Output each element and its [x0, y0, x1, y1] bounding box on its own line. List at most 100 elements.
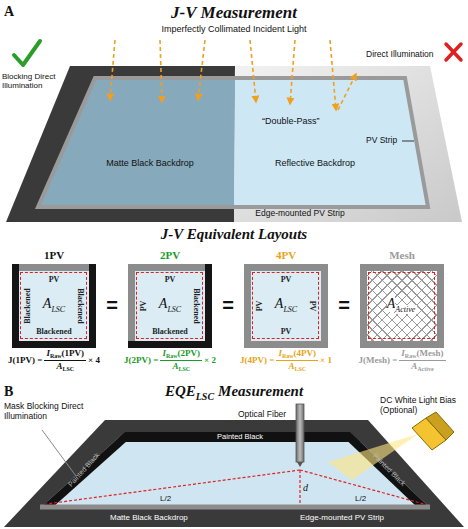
square-text: A: [43, 296, 52, 312]
edge-bar: [360, 341, 444, 348]
formula-part: J(1PV) =: [8, 355, 42, 365]
title-part: EQE: [165, 383, 196, 400]
formula-part: Raw: [282, 353, 294, 360]
square-text: 4PV: [276, 249, 296, 262]
edge-bar: [205, 264, 212, 348]
edge-bar: [12, 264, 96, 271]
square-text: PV: [139, 301, 148, 312]
square-text: Blackened: [23, 288, 32, 324]
formula-part: J(4PV) =: [240, 355, 274, 365]
formula-part: LSC: [294, 366, 306, 373]
square-text: PV: [281, 327, 292, 336]
strip-label: Edge-mounted PV Strip: [300, 513, 384, 522]
formula-part: LSC: [62, 366, 74, 373]
callout-label: Blocking Direct Illumination: [2, 72, 56, 90]
callout-label: Optical Fiber: [238, 410, 286, 420]
formula-part: A: [411, 361, 417, 371]
paint-label: Painted Black: [371, 452, 407, 488]
strip-label: PV Strip: [366, 136, 397, 146]
edge-bar: [128, 264, 212, 271]
formula-part: I: [278, 348, 282, 358]
formula-part: LSC: [178, 366, 190, 373]
formula-part: J(Mesh) =: [358, 355, 397, 365]
backdrop-label: Matte Black Backdrop: [106, 158, 194, 168]
square-text: Blackened: [191, 288, 200, 324]
fraction-bar: [44, 360, 86, 361]
formula-part: × 2: [204, 355, 216, 365]
formula-part: Raw: [166, 353, 178, 360]
jv-setup: [6, 40, 462, 222]
formula-part: I: [401, 348, 405, 358]
dimension-label: d: [303, 482, 308, 494]
formula-part: I: [162, 348, 166, 358]
square-text: LSC: [167, 305, 181, 314]
layout-square: 4PVPVPVPVPVALSC: [244, 264, 328, 348]
section-title: J-V Measurement: [171, 3, 297, 23]
formula-part: A: [288, 361, 294, 371]
edge-bar: [128, 341, 212, 348]
square-text: PV: [307, 301, 316, 312]
edge-bar: [244, 264, 251, 348]
equals-sign: =: [106, 294, 118, 317]
square-text: PV: [255, 301, 264, 312]
fraction-bar: [399, 360, 445, 361]
formula-part: Active: [417, 366, 433, 373]
callout-label: DC White Light Bias (Optional): [380, 396, 466, 416]
title-part: Measurement: [218, 383, 303, 400]
formula-part: × 4: [88, 355, 100, 365]
square-text: A: [159, 296, 168, 312]
formula-part: A: [56, 361, 62, 371]
light-label: Imperfectly Collimated Incident Light: [161, 24, 306, 34]
edge-bar: [128, 264, 135, 348]
callout-label: “Double-Pass”: [262, 116, 320, 126]
equals-sign: =: [338, 294, 350, 317]
square-text: Mesh: [389, 249, 415, 262]
edge-bar: [12, 264, 19, 348]
panel-letter: A: [4, 4, 14, 20]
square-text: LSC: [51, 305, 65, 314]
square-text: LSC: [283, 305, 297, 314]
square-text: Blackened: [75, 288, 84, 324]
edge-bar: [437, 264, 444, 348]
formula-part: I: [46, 348, 50, 358]
square-text: A: [387, 296, 396, 312]
formula-part: (1PV): [62, 348, 85, 358]
square-text: PV: [165, 275, 176, 284]
formula-part: × 1: [320, 355, 332, 365]
edge-bar: [244, 341, 328, 348]
formula-part: A: [172, 361, 178, 371]
formula-part: J(2PV) =: [124, 355, 158, 365]
paint-label: Painted Black: [67, 451, 102, 488]
callout-label: Mask Blocking Direct Illumination: [4, 402, 104, 422]
square-text: 1PV: [44, 249, 64, 262]
square-text: A: [275, 296, 284, 312]
equals-sign: =: [222, 294, 234, 317]
square-text: PV: [49, 275, 60, 284]
formula-part: (4PV): [294, 348, 317, 358]
square-text: Blackened: [36, 327, 72, 336]
formula-part: (Mesh): [417, 348, 444, 358]
eqe-setup: [4, 404, 464, 527]
formula-part: Raw: [405, 353, 417, 360]
square-text: 2PV: [160, 249, 180, 262]
section-title: J-V Equivalent Layouts: [161, 226, 307, 243]
square-text: Blackened: [152, 327, 188, 336]
formula-part: (2PV): [178, 348, 201, 358]
callout-label: Direct Illumination: [366, 50, 434, 60]
square-text: PV: [281, 275, 292, 284]
layout-square: MeshAActive: [360, 264, 444, 348]
paint-label: Painted Black: [217, 433, 263, 442]
edge-bar: [360, 264, 444, 271]
edge-bar: [12, 341, 96, 348]
layout-square: 2PVPVPVBlackenedBlackenedALSC: [128, 264, 212, 348]
square-text: Active: [395, 305, 417, 314]
edge-bar: [244, 264, 328, 271]
formula-part: Raw: [50, 353, 62, 360]
dimension-label: L/2: [160, 494, 171, 503]
backdrop-label: Matte Black Backdrop: [110, 513, 188, 522]
edge-bar: [321, 264, 328, 348]
panel-letter: B: [4, 384, 13, 400]
strip-label: Edge-mounted PV Strip: [255, 209, 344, 219]
backdrop-label: Reflective Backdrop: [275, 158, 355, 168]
edge-bar: [360, 264, 367, 348]
